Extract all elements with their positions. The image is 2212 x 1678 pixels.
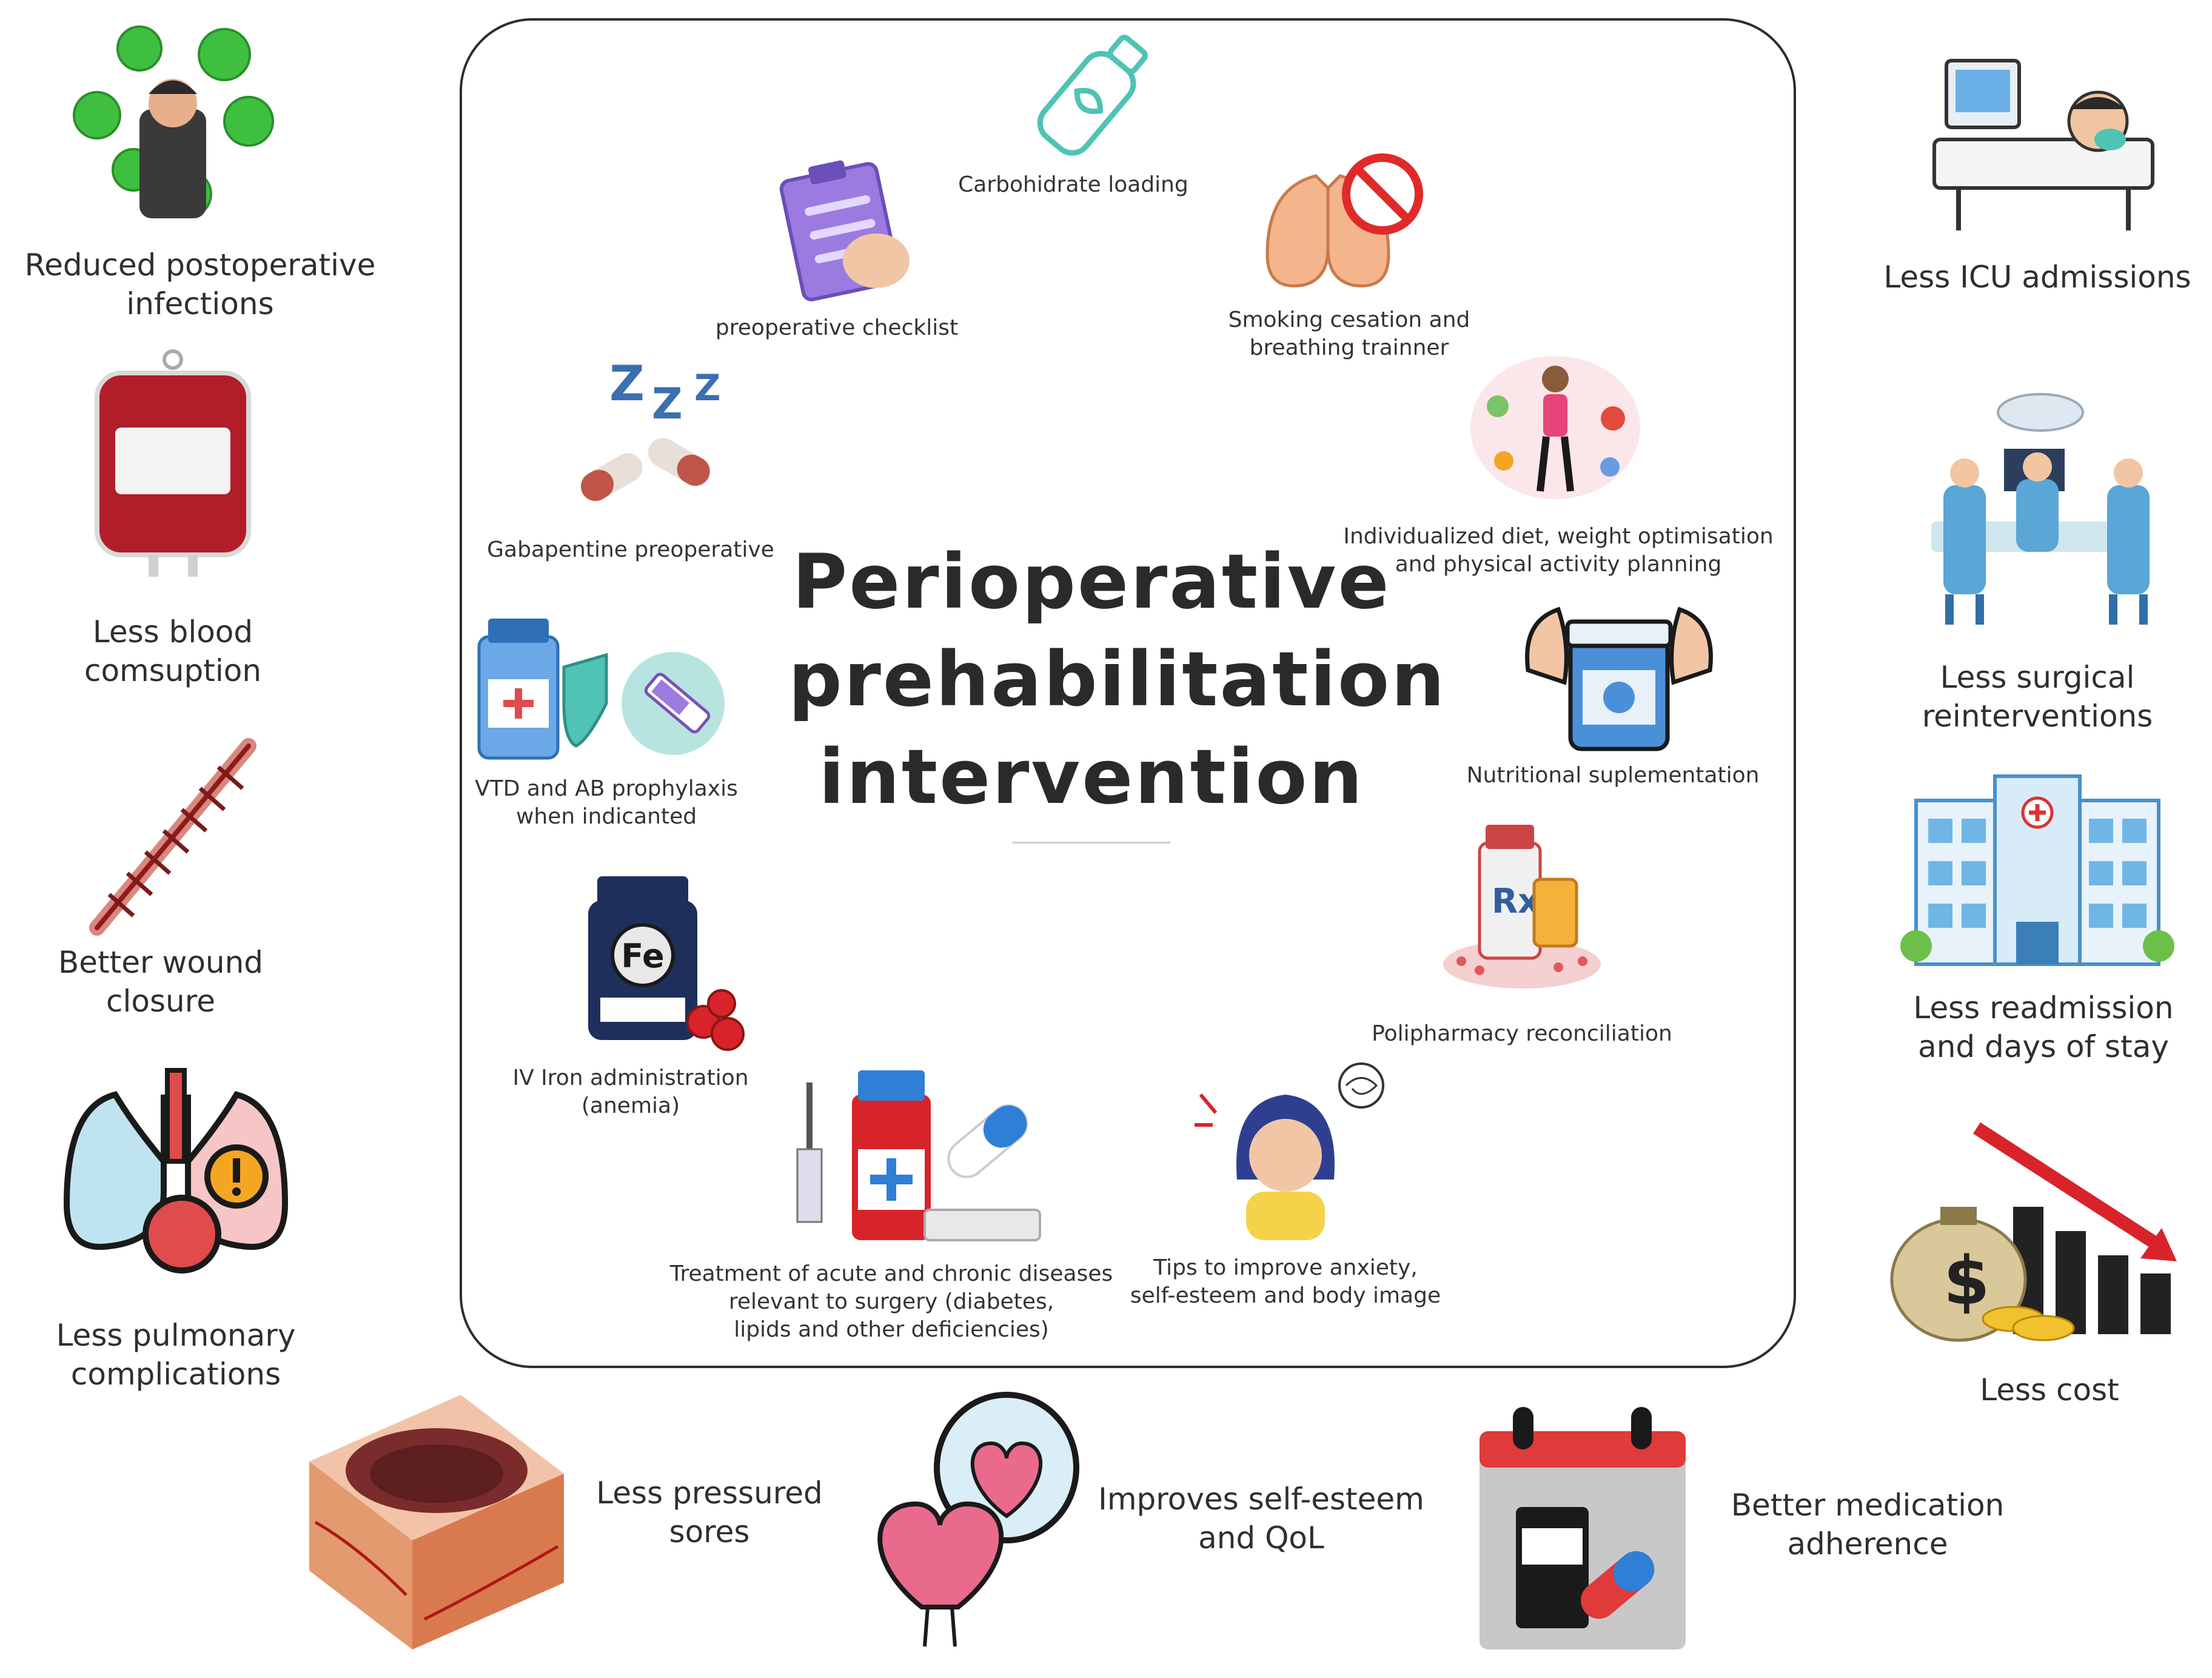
intervention-carbohydrate: Carbohidrate loading (958, 172, 1188, 197)
icu-patient-icon (1932, 59, 2154, 230)
center-title-line-3: intervention (819, 734, 1364, 822)
intervention-checklist: preoperative checklist (715, 315, 959, 340)
intervention-treatment-line-3: lipids and other deficiencies) (734, 1317, 1049, 1343)
intervention-frame (460, 18, 1796, 1368)
diet-activity-icon (1470, 356, 1640, 499)
intervention-diet: Individualized diet, weight optimisation… (1328, 523, 1789, 579)
outcome-sores: Less pressured sores (576, 1474, 843, 1551)
no-smoking-lungs-icon (1265, 153, 1423, 287)
intervention-treatment-line-2: relevant to surgery (diabetes, (728, 1289, 1054, 1315)
intervention-diet-line-2: and physical activity planning (1395, 552, 1722, 577)
outcome-icu: Less ICU admissions (1883, 260, 2191, 295)
outcome-wound-line-2: closure (106, 984, 215, 1019)
iron-icon-text: Fe (621, 937, 664, 975)
intervention-vtd-line-2: when indicanted (515, 804, 697, 830)
hospital-icon (1900, 774, 2174, 966)
intervention-tips-line-1: Tips to improve anxiety, (1153, 1255, 1418, 1280)
heart-mirror-icon (877, 1392, 1079, 1647)
outcome-blood: Less blood comsuption (36, 612, 309, 690)
surgery-team-icon (1931, 393, 2150, 625)
outcome-infections: Reduced postoperative infections (12, 246, 388, 323)
intervention-nutritional: Nutritional suplementation (1466, 763, 1760, 788)
anxiety-woman-icon (1195, 1062, 1384, 1240)
water-bottle-icon (1037, 35, 1148, 156)
intervention-gabapentine: Gabapentine preoperative (487, 537, 774, 562)
intervention-smoking-line-1: Smoking cesation and (1228, 307, 1470, 332)
outcome-reinterventions-line-2: reinterventions (1922, 699, 2153, 734)
sleep-pills-icon: Z Z Z (580, 355, 721, 502)
prophylaxis-icon (477, 619, 725, 760)
outcome-wound-line-1: Better wound (58, 945, 264, 980)
sutured-wound-icon (89, 738, 256, 936)
outcome-readmission-line-1: Less readmission (1913, 990, 2174, 1025)
center-title-line-2: prehabilitation (788, 636, 1447, 724)
intervention-diet-line-1: Individualized diet, weight optimisation (1343, 524, 1774, 549)
intervention-vtd-line-1: VTD and AB prophylaxis (475, 776, 738, 801)
intervention-iron-line-2: (anemia) (581, 1093, 680, 1119)
outcome-blood-line-2: comsuption (84, 653, 262, 688)
outcome-medication-line-1: Better medication (1731, 1488, 2005, 1523)
outcome-pulmonary: Less pulmonary complications (24, 1316, 327, 1394)
intervention-iron: IV Iron administration (anemia) (479, 1064, 782, 1120)
outcome-selfesteem: Improves self-esteem and QoL (1091, 1480, 1431, 1557)
virus-person-icon (73, 25, 274, 218)
intervention-iron-line-1: IV Iron administration (512, 1066, 749, 1090)
outcome-sores-line-2: sores (669, 1514, 750, 1549)
outcome-cost: Less cost (1980, 1372, 2119, 1408)
pressure-sore-icon (309, 1395, 564, 1649)
money-down-icon: $ (1890, 1122, 2177, 1342)
svg-text:$: $ (1943, 1242, 1990, 1320)
medication-calendar-icon (1480, 1407, 1686, 1649)
intervention-smoking-line-2: breathing trainner (1249, 335, 1449, 361)
svg-text:Rx: Rx (1492, 882, 1540, 921)
intervention-treatment: Treatment of acute and chronic diseases … (643, 1260, 1140, 1344)
blood-bag-icon (95, 349, 251, 577)
iron-bottle-icon: Fe (588, 876, 745, 1051)
outcome-selfesteem-line-1: Improves self-esteem (1098, 1482, 1424, 1517)
intervention-tips-line-2: self-esteem and body image (1130, 1283, 1441, 1309)
outcome-blood-line-1: Less blood (92, 614, 253, 649)
outcome-infections-line-1: Reduced postoperative (24, 247, 376, 283)
outcome-selfesteem-line-2: and QoL (1198, 1520, 1324, 1556)
svg-text:Z: Z (652, 379, 683, 429)
svg-text:Z: Z (609, 355, 645, 412)
intervention-polypharmacy: Polipharmacy reconciliation (1372, 1021, 1672, 1046)
outcome-pulmonary-line-2: complications (70, 1357, 281, 1392)
pharmacy-icon: Rx (1443, 825, 1601, 988)
center-title-line-1: Perioperative (792, 539, 1391, 626)
intervention-smoking: Smoking cesation and breathing trainner (1201, 306, 1498, 362)
outcome-sores-line-1: Less pressured (596, 1475, 823, 1511)
outcome-readmission: Less readmission and days of stay (1880, 988, 2207, 1066)
outcome-pulmonary-line-1: Less pulmonary (56, 1318, 296, 1353)
outcome-medication: Better medication adherence (1710, 1486, 2025, 1563)
outcome-readmission-line-2: and days of stay (1918, 1029, 2169, 1064)
lungs-warning-icon (63, 1068, 289, 1274)
intervention-tips: Tips to improve anxiety, self-esteem and… (1122, 1254, 1449, 1310)
protein-jar-icon (1525, 606, 1713, 751)
svg-text:Z: Z (694, 367, 721, 409)
center-title: Perioperative prehabilitation interventi… (788, 534, 1447, 827)
outcome-reinterventions: Less surgical reinterventions (1886, 658, 2189, 736)
outcome-wound: Better wound closure (24, 943, 297, 1021)
outcome-infections-line-2: infections (126, 286, 274, 321)
outcome-medication-line-2: adherence (1787, 1526, 1948, 1562)
outcome-reinterventions-line-1: Less surgical (1940, 660, 2135, 695)
medicines-icon (796, 1070, 1041, 1241)
intervention-treatment-line-1: Treatment of acute and chronic diseases (669, 1261, 1113, 1286)
center-title-underline (1013, 842, 1170, 844)
intervention-vtd: VTD and AB prophylaxis when indicanted (461, 775, 752, 831)
checklist-icon (779, 160, 910, 301)
